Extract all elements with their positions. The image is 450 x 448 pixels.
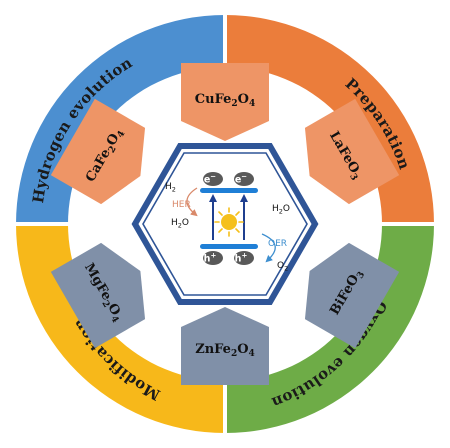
o2-label: O2: [277, 261, 288, 273]
ferrite-znfe2o4: ZnFe2O4: [181, 307, 269, 385]
conduction-band: [200, 188, 258, 193]
electron-symbol: e−: [235, 173, 247, 186]
charge-bubble: [203, 251, 223, 265]
valence-band: [200, 244, 258, 249]
ferrite-pentagon: [181, 63, 269, 141]
her-label: HER: [172, 200, 191, 210]
oer-label: OER: [268, 239, 287, 249]
h2o-right-label: H2O: [272, 204, 290, 216]
ferrite-formula: CuFe2O4: [195, 92, 255, 109]
ferrite-pentagon: [50, 98, 146, 205]
ferrite-cafe2o4: CaFe2O4: [50, 98, 146, 205]
hole-symbol: h+: [204, 252, 217, 265]
electron-symbol: e−: [204, 173, 216, 186]
hexagon-border-inner: [142, 152, 308, 296]
sun-icon: [214, 207, 244, 237]
ferrite-pentagon: [304, 98, 400, 205]
mechanism: e− e−: [165, 172, 290, 273]
ferrite-pentagon: [304, 242, 400, 349]
ferrite-shapes: CuFe2O4 LaFeO3 BiFeO3 ZnFe2O4 MgFe2O4 Ca…: [50, 63, 400, 385]
oer-arrow: [261, 233, 276, 263]
ferrite-formula: ZnFe2O4: [195, 342, 255, 359]
electron-left: e−: [203, 172, 223, 186]
hole-symbol: h+: [235, 252, 248, 265]
hole-right: h+: [234, 251, 254, 265]
charge-bubble: [234, 251, 254, 265]
ferrite-bifeo3: BiFeO3: [304, 242, 400, 349]
ferrite-pentagon: [50, 242, 146, 349]
hole-left: h+: [203, 251, 223, 265]
h2-label: H2: [165, 182, 176, 194]
ferrite-cufe2o4: CuFe2O4: [181, 63, 269, 141]
electron-right: e−: [234, 172, 254, 186]
charge-bubble: [203, 172, 223, 186]
her-arrow: [186, 187, 198, 217]
charge-bubble: [234, 172, 254, 186]
ferrite-lafeo3: LaFeO3: [304, 98, 400, 205]
ferrite-mgfe2o4: MgFe2O4: [50, 242, 146, 349]
h2o-left-label: H2O: [171, 218, 189, 230]
ferrite-pentagon: [181, 307, 269, 385]
